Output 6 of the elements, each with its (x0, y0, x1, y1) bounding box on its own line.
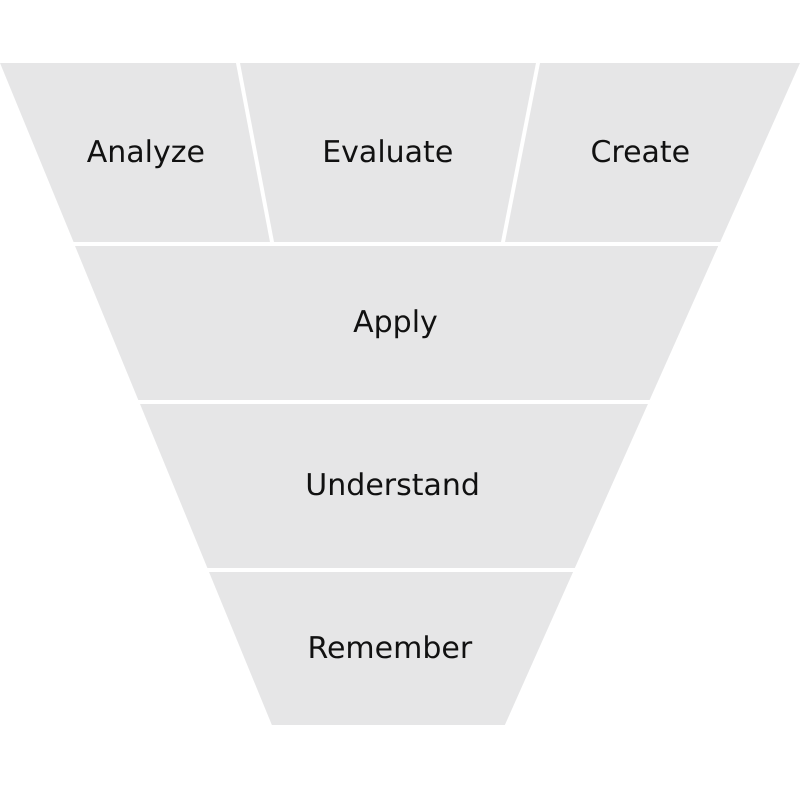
level-label: Create (590, 134, 690, 170)
level-label: Remember (307, 630, 472, 666)
level-label: Apply (353, 305, 438, 341)
level-label: Analyze (86, 134, 205, 170)
level-label: Understand (305, 468, 480, 504)
level-label: Evaluate (322, 134, 454, 170)
